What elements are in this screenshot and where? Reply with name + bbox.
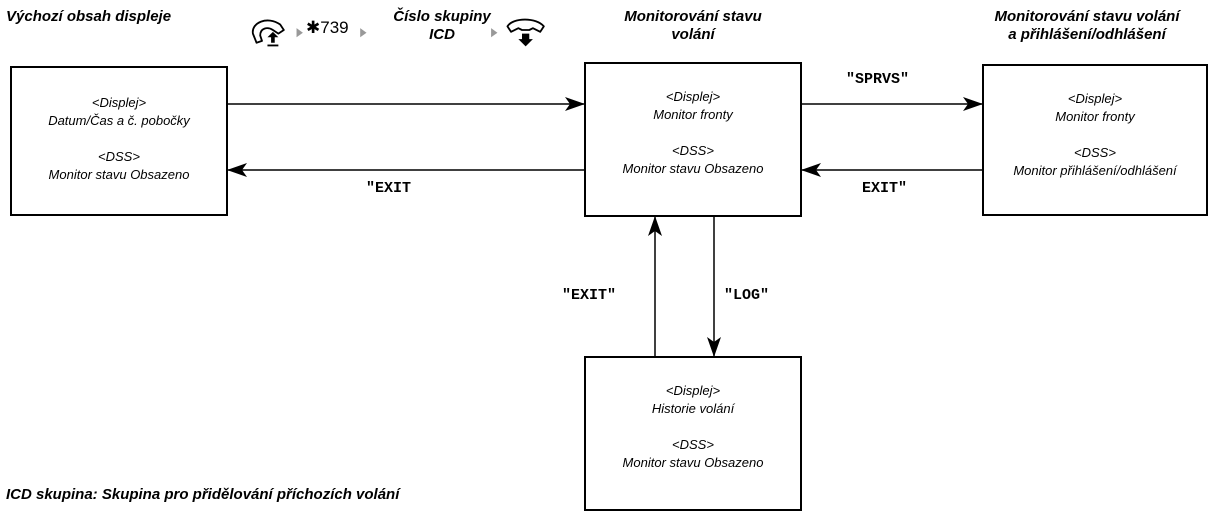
box-login-monitor: <Displej> Monitor fronty <DSS> Monitor p… — [982, 64, 1208, 216]
login-display-tag: <Displej> — [1067, 91, 1123, 106]
login-display-text: Monitor fronty — [1055, 109, 1135, 124]
sequence-arrow-2 — [360, 28, 367, 38]
label-exit-from-log: "EXIT" — [562, 287, 617, 304]
dial-sequence — [251, 18, 545, 47]
footnote-icd-group: ICD skupina: Skupina pro přidělování pří… — [6, 486, 400, 503]
offhook-handset-icon — [251, 19, 285, 47]
header-default-display: Výchozí obsah displeje — [6, 8, 172, 25]
feature-code: ✱739 — [306, 18, 349, 37]
monitor-dss-text: Monitor stavu Obsazeno — [622, 161, 764, 176]
header-monitor-line2: volání — [671, 26, 715, 43]
log-display-text: Historie volání — [651, 401, 735, 416]
header-login-line2: a přihlášení/odhlášení — [1008, 26, 1166, 43]
sequence-arrow-1 — [296, 28, 303, 38]
box-default-display: <Displej> Datum/Čas a č. pobočky <DSS> M… — [10, 66, 228, 216]
label-sprvs: "SPRVS" — [846, 71, 910, 88]
log-dss-text: Monitor stavu Obsazeno — [622, 455, 764, 470]
header-login-monitor: Monitorování stavu volání a přihlášení/o… — [962, 8, 1212, 44]
login-dss-text: Monitor přihlášení/odhlášení — [1013, 163, 1177, 178]
monitor-display-text: Monitor fronty — [653, 107, 733, 122]
header-call-monitor: Monitorování stavu volání — [584, 8, 802, 44]
header-login-line1: Monitorování stavu volání — [994, 8, 1180, 25]
onhook-handset-icon — [506, 18, 545, 47]
default-dss-text: Monitor stavu Obsazeno — [48, 167, 190, 182]
label-log: "LOG" — [724, 287, 770, 304]
header-group-line2: ICD — [429, 26, 455, 43]
label-exit-to-default: "EXIT — [366, 180, 412, 197]
log-display-tag: <Displej> — [665, 383, 721, 398]
header-monitor-line1: Monitorování stavu — [624, 8, 762, 25]
log-dss-tag: <DSS> — [672, 437, 714, 452]
box-call-log: <Displej> Historie volání <DSS> Monitor … — [584, 356, 802, 511]
sequence-arrow-3 — [491, 28, 498, 38]
header-group-number: Číslo skupiny ICD — [372, 8, 512, 44]
default-display-text: Datum/Čas a č. pobočky — [48, 113, 190, 128]
monitor-dss-tag: <DSS> — [672, 143, 714, 158]
box-call-monitor: <Displej> Monitor fronty <DSS> Monitor s… — [584, 62, 802, 217]
default-display-tag: <Displej> — [91, 95, 147, 110]
header-group-line1: Číslo skupiny — [393, 8, 491, 25]
default-dss-tag: <DSS> — [98, 149, 140, 164]
login-dss-tag: <DSS> — [1074, 145, 1116, 160]
monitor-display-tag: <Displej> — [665, 89, 721, 104]
label-exit-to-monitor: EXIT" — [862, 180, 908, 197]
